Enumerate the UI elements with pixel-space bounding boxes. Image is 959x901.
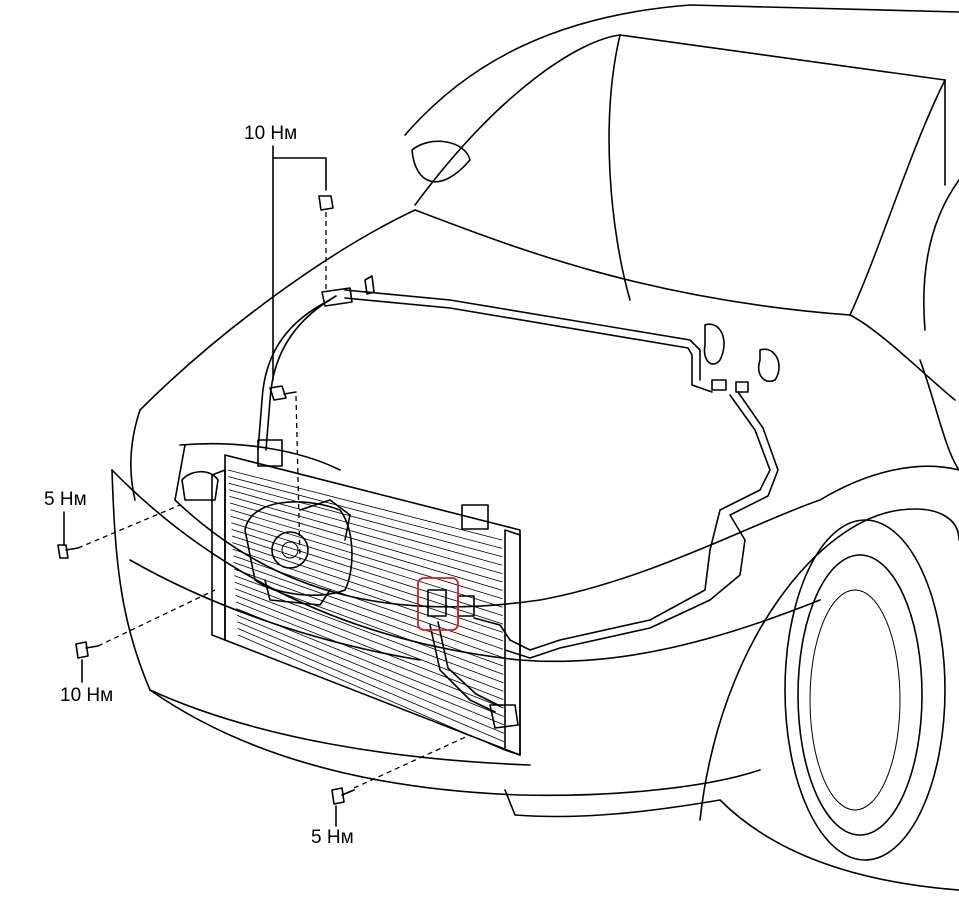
highlight-box <box>417 577 459 631</box>
bolts <box>57 195 355 805</box>
refrigerant-lines <box>257 275 780 713</box>
condenser <box>181 439 521 756</box>
torque-label-bottom: 5 Нм <box>311 827 354 848</box>
torque-label-left-lower: 10 Нм <box>60 685 114 706</box>
leader-lines <box>63 145 471 827</box>
compressor <box>244 499 353 606</box>
bolt-upper-left <box>269 385 287 401</box>
torque-label-left-upper: 5 Нм <box>44 489 87 510</box>
car-body <box>111 4 959 891</box>
bolt-left-lower <box>75 641 89 659</box>
torque-label-top: 10 Нм <box>244 123 298 144</box>
nut-top <box>318 195 334 211</box>
bolt-bottom <box>331 787 345 805</box>
bolt-left-upper <box>57 544 69 559</box>
